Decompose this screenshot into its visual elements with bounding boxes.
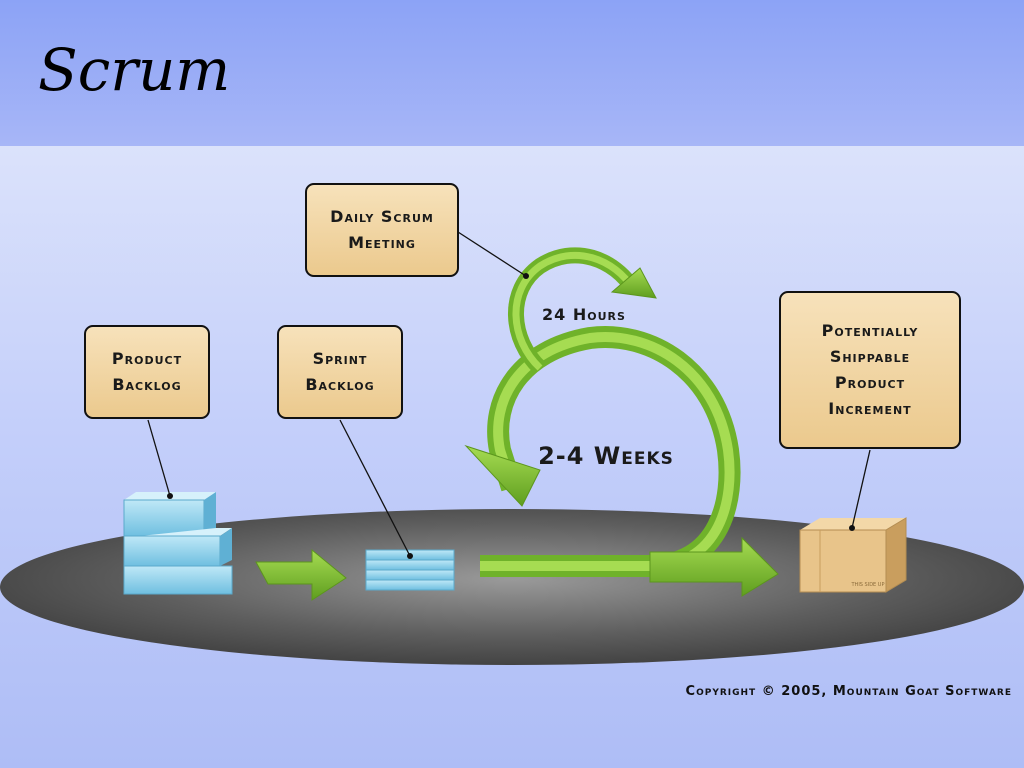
backlog-flow-arrow [255, 548, 347, 601]
copyright-notice: Copyright © 2005, Mountain Goat Software [685, 684, 1012, 699]
product-backlog-stack [123, 492, 233, 595]
process-platform [0, 509, 1024, 665]
sprint-cycle-arrow [464, 326, 779, 597]
sprint-backlog-line-2: Backlog [305, 375, 374, 394]
product-backlog-line-1: Product [112, 349, 182, 368]
sprint-backlog-callout: Sprint Backlog [277, 325, 403, 419]
callout-leaders [147, 231, 871, 557]
callout-leader-dots [167, 273, 855, 559]
daily-scrum-line-1: Daily Scrum [330, 207, 434, 226]
package-stamp: THIS SIDE UP [851, 582, 885, 588]
increment-callout: Potentially Shippable Product Increment [779, 291, 961, 449]
sprint-backlog-line-1: Sprint [313, 349, 368, 368]
increment-line-2: Shippable [830, 347, 910, 366]
daily-cycle-label: 24 Hours [542, 305, 626, 324]
slide-title: Scrum [38, 36, 231, 104]
increment-line-1: Potentially [822, 321, 919, 340]
daily-scrum-callout: Daily Scrum Meeting [305, 183, 459, 277]
increment-line-3: Product [835, 373, 905, 392]
increment-line-4: Increment [828, 399, 911, 418]
sprint-cycle-label: 2-4 Weeks [538, 442, 674, 470]
product-backlog-callout: Product Backlog [84, 325, 210, 419]
product-backlog-line-2: Backlog [112, 375, 181, 394]
daily-scrum-line-2: Meeting [348, 233, 416, 252]
slide-header: Scrum [0, 0, 1024, 146]
daily-cycle-arrow [508, 247, 657, 374]
